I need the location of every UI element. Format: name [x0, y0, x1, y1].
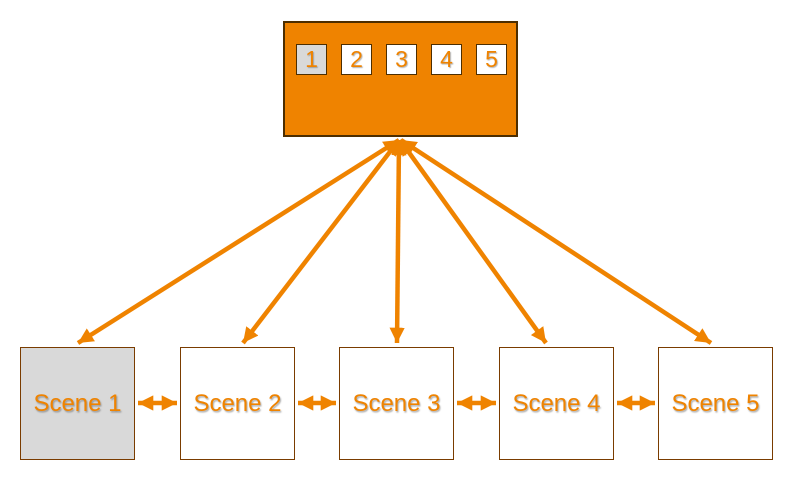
hub-tile-1: 1: [296, 44, 327, 75]
hub-tile-5: 5: [476, 44, 507, 75]
scene-3-box: Scene 3: [339, 347, 454, 460]
hub-tile-3: 3: [386, 44, 417, 75]
hub-to-scene-2-arrow: [241, 138, 401, 345]
hub-to-scene-5-arrow: [399, 138, 713, 345]
scene-4-box: Scene 4: [499, 347, 614, 460]
scene-5-box: Scene 5: [658, 347, 773, 460]
navigation-hub-box: 1 2 3 4 5: [283, 21, 518, 137]
hub-tile-2: 2: [341, 44, 372, 75]
scene-2-box: Scene 2: [180, 347, 295, 460]
hub-tile-4: 4: [431, 44, 462, 75]
hub-tile-row: 1 2 3 4 5: [296, 44, 507, 75]
hub-to-scene-4-arrow: [398, 138, 548, 345]
scene-1-box: Scene 1: [20, 347, 135, 460]
hub-to-scene-1-arrow: [76, 138, 401, 345]
hub-to-scene-3-arrow: [389, 139, 407, 344]
